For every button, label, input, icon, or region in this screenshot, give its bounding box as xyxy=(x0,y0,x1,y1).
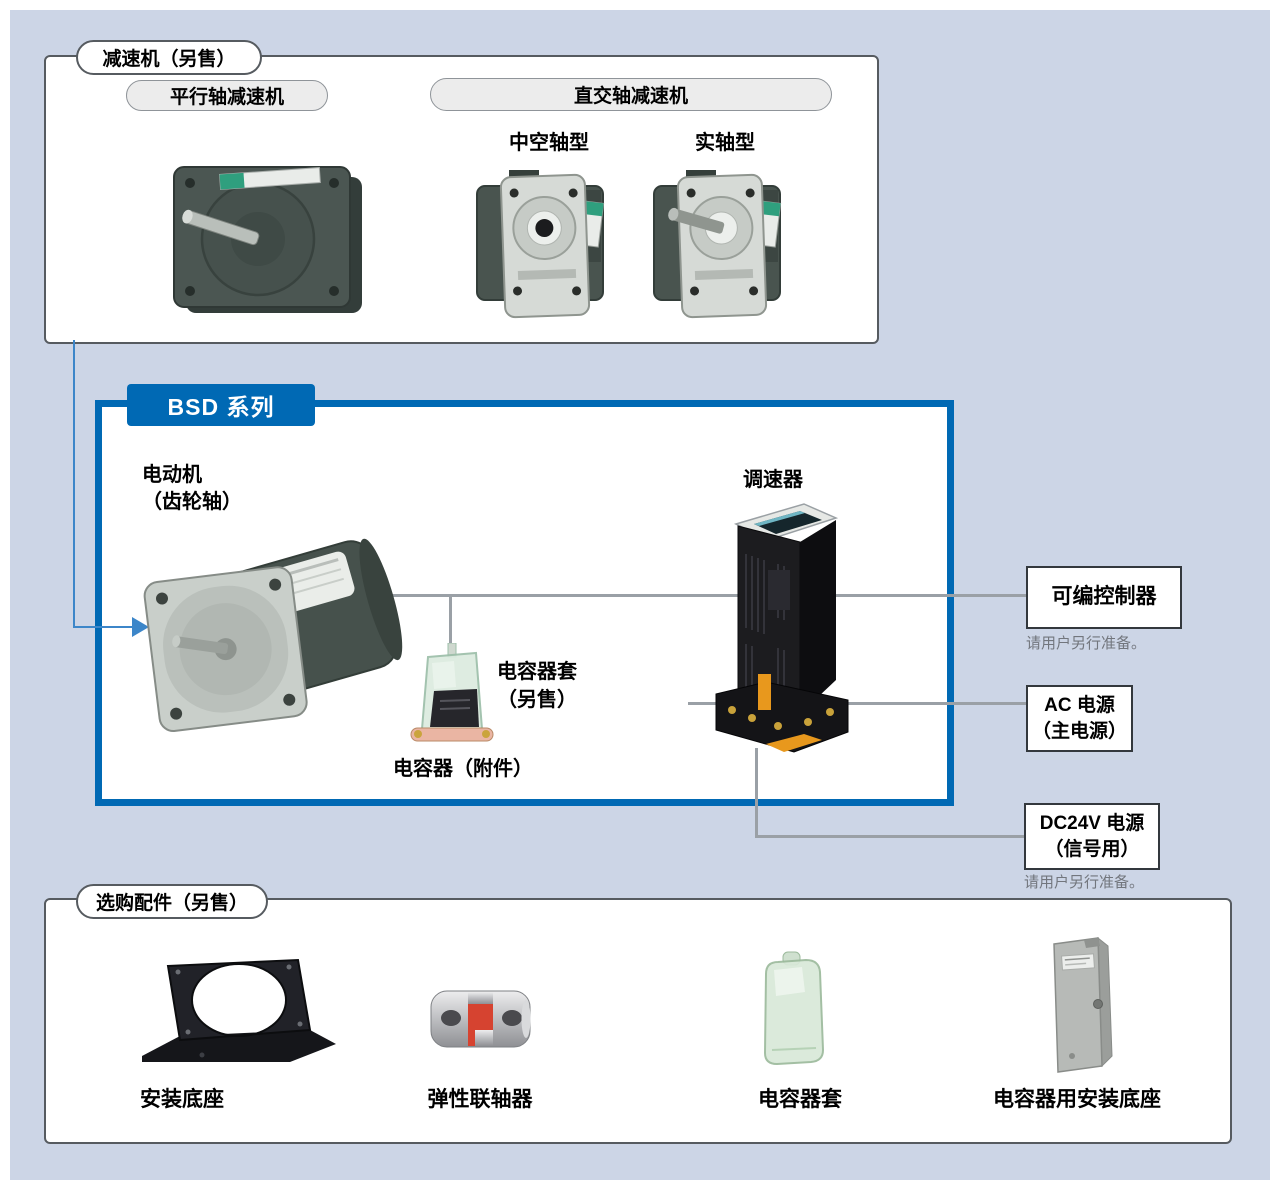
motor-image xyxy=(143,538,403,733)
mounting-bracket-image xyxy=(142,958,336,1062)
solid-shaft-type-label: 实轴型 xyxy=(695,132,755,154)
ac-power-line2: （主电源） xyxy=(1031,720,1127,742)
connector-gearhead-to-motor-vertical xyxy=(73,340,75,628)
accessory-label-capacitor-cover: 电容器套 xyxy=(758,1088,842,1111)
speed-controller-image xyxy=(715,503,849,753)
accessories-section-title-text: 选购配件（另售） xyxy=(95,893,248,914)
capacitor-cover-label-line1: 电容器套 xyxy=(497,661,577,683)
dc-power-line2: （信号用） xyxy=(1044,838,1140,860)
controller-label: 调速器 xyxy=(743,469,803,491)
dc-power-note: 请用户另行准备。 xyxy=(1024,874,1145,891)
connector-to-dc xyxy=(755,835,1026,838)
connector-motor-to-plc xyxy=(330,594,1027,597)
ac-power-box: AC 电源 （主电源） xyxy=(1026,685,1133,752)
connector-to-capacitor xyxy=(449,594,452,652)
capacitor-cover-image xyxy=(763,951,825,1066)
capacitor-mounting-plate-image xyxy=(1053,936,1113,1073)
accessories-section-title: 选购配件（另售） xyxy=(76,884,268,919)
bsd-series-tab-text: BSD 系列 xyxy=(167,394,275,420)
arrow-into-motor-icon xyxy=(132,617,149,637)
ac-power-line1: AC 电源 xyxy=(1044,694,1115,716)
accessory-label-capacitor-plate: 电容器用安装底座 xyxy=(993,1088,1161,1111)
parallel-shaft-pill: 平行轴减速机 xyxy=(126,80,328,111)
right-angle-pill: 直交轴减速机 xyxy=(430,78,832,111)
plc-box-label: 可编控制器 xyxy=(1051,585,1157,609)
plc-note: 请用户另行准备。 xyxy=(1026,635,1147,652)
capacitor-label: 电容器（附件） xyxy=(393,758,533,780)
accessory-label-mounting-bracket: 安装底座 xyxy=(140,1088,224,1111)
parallel-shaft-pill-text: 平行轴减速机 xyxy=(169,87,284,108)
gearhead-section-title-text: 减速机（另售） xyxy=(102,49,236,70)
capacitor-cover-label: 电容器套 （另售） xyxy=(497,658,577,714)
gearhead-section-title: 减速机（另售） xyxy=(76,40,262,75)
motor-label-line1: 电动机 xyxy=(142,464,202,486)
capacitor-cover-label-line2: （另售） xyxy=(497,689,577,711)
connector-gearhead-to-motor-horizontal xyxy=(73,626,134,628)
bsd-series-tab: BSD 系列 xyxy=(127,384,315,426)
dc-power-box: DC24V 电源 （信号用） xyxy=(1024,803,1160,870)
capacitor-image xyxy=(410,643,494,742)
plc-box: 可编控制器 xyxy=(1026,566,1182,629)
motor-label: 电动机 （齿轮轴） xyxy=(142,462,242,516)
motor-label-line2: （齿轮轴） xyxy=(142,491,242,513)
dc-power-line1: DC24V 电源 xyxy=(1039,812,1145,834)
hollow-shaft-type-label: 中空轴型 xyxy=(509,132,589,154)
right-angle-pill-text: 直交轴减速机 xyxy=(573,86,688,107)
connector-controller-to-ac xyxy=(688,702,1028,705)
parallel-gearhead-image xyxy=(173,166,362,313)
hollow-shaft-gearhead-image xyxy=(476,170,605,319)
coupling-image xyxy=(430,990,531,1048)
accessory-label-coupling: 弹性联轴器 xyxy=(427,1088,533,1111)
connector-controller-down xyxy=(755,748,758,838)
accessories-section-box xyxy=(44,898,1232,1144)
solid-shaft-gearhead-image xyxy=(653,170,782,319)
